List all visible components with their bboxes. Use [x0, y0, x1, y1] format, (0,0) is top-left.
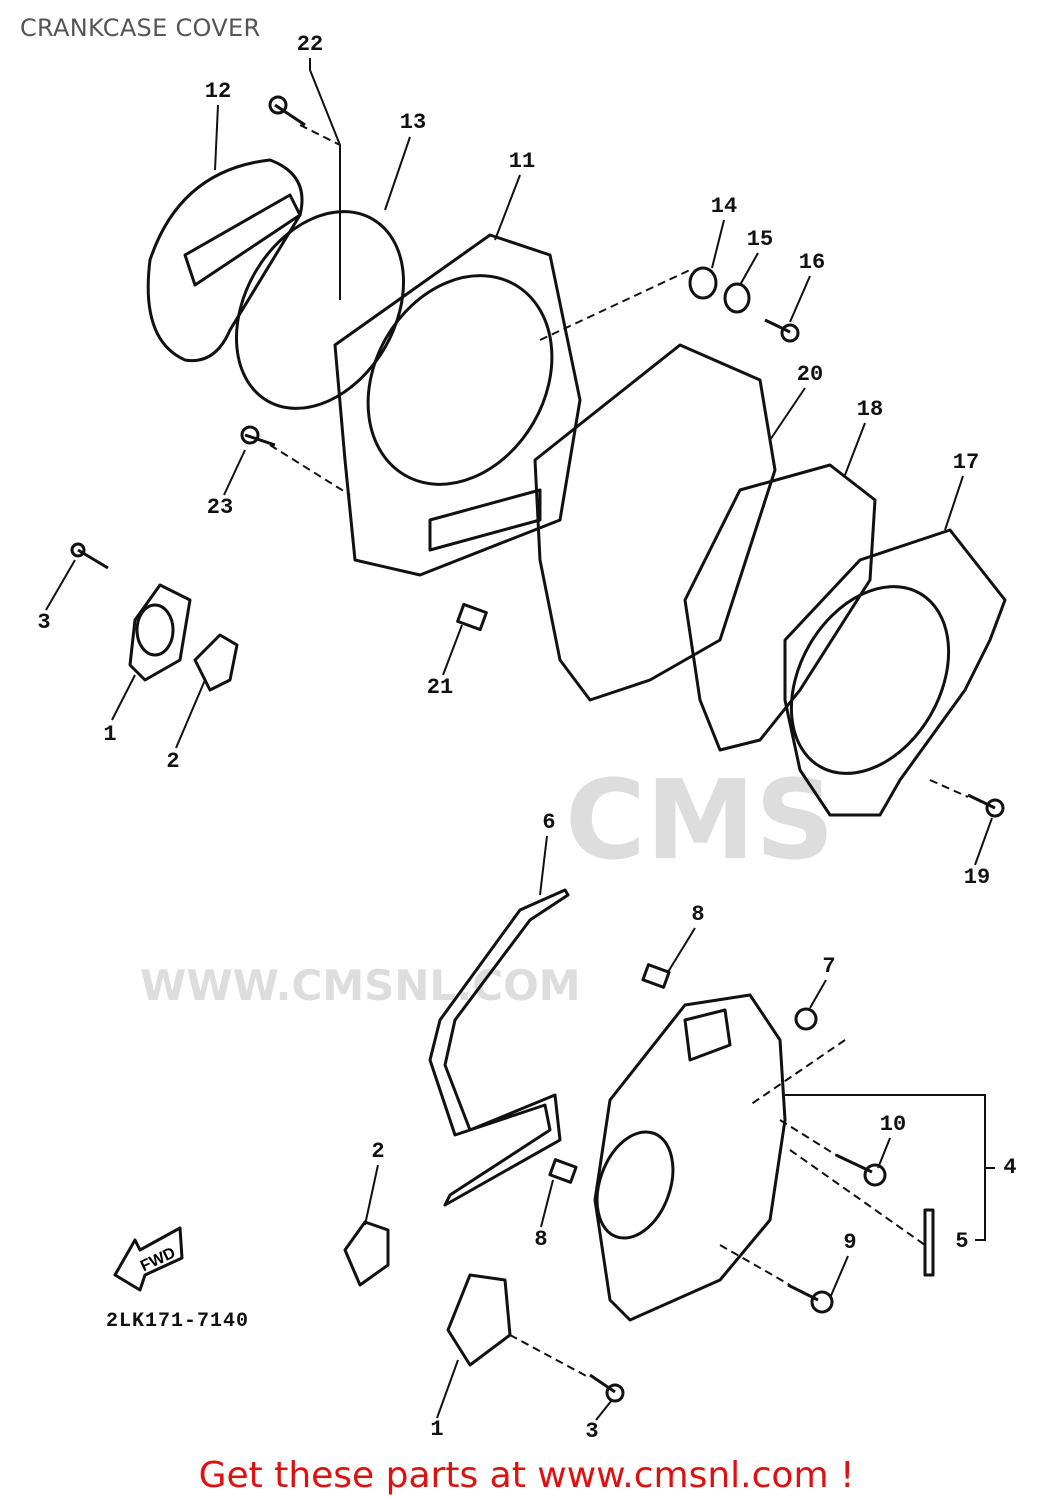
callout-16: 16: [798, 250, 826, 275]
callout-6: 6: [542, 810, 556, 835]
callout-15: 15: [746, 227, 774, 252]
callout-20: 20: [796, 362, 824, 387]
part-21-dowel: [456, 602, 488, 632]
callout-8-lower: 8: [534, 1227, 548, 1252]
leader-lines: [45, 58, 995, 1421]
watermark-url: WWW.CMSNL.COM: [140, 961, 581, 1010]
callout-1-lower: 1: [430, 1417, 444, 1442]
callout-9: 9: [843, 1230, 857, 1255]
part-6-gasket: [428, 888, 570, 1207]
part-1-cap-lower: [446, 1273, 512, 1367]
callout-3-lower: 3: [585, 1419, 599, 1444]
part-20-gasket: [533, 343, 777, 702]
part-8-dowel-lower: [548, 1158, 578, 1184]
part-19-bolt: [967, 793, 996, 810]
callout-2-lower: 2: [371, 1139, 385, 1164]
callout-19: 19: [963, 865, 991, 890]
watermark-logo: CMS: [565, 756, 835, 884]
part-7-nut: [794, 1007, 818, 1031]
callout-21: 21: [426, 675, 454, 700]
diagram-title: CRANKCASE COVER: [20, 14, 261, 42]
part-17-cover: [783, 528, 1007, 817]
callout-13: 13: [399, 110, 427, 135]
callout-22: 22: [296, 32, 324, 57]
callout-10: 10: [879, 1112, 907, 1137]
callout-1: 1: [103, 722, 117, 747]
part-18-gasket: [683, 463, 877, 752]
callout-11: 11: [508, 149, 536, 174]
callout-23: 23: [206, 495, 234, 520]
part-23-bolt: [244, 433, 276, 447]
part-2-gasket: [193, 633, 239, 692]
part-4-cover: [593, 993, 787, 1322]
part-2-gasket-lower: [343, 1220, 390, 1287]
footer-link[interactable]: Get these parts at www.cmsnl.com !: [198, 1455, 855, 1496]
part-22-bolt: [274, 103, 306, 127]
part-8-dowel: [641, 963, 671, 989]
part-14-grommet: [688, 266, 718, 300]
callout-17: 17: [952, 450, 980, 475]
fwd-arrow-icon: [113, 1226, 184, 1292]
part-16-bolt: [764, 318, 791, 334]
callout-12: 12: [204, 79, 232, 104]
part-12-plate: [146, 158, 304, 363]
callout-8: 8: [691, 902, 705, 927]
part-5-plate: [923, 1208, 935, 1277]
callout-7: 7: [822, 954, 836, 979]
callout-3: 3: [37, 610, 51, 635]
callout-18: 18: [856, 397, 884, 422]
callout-2: 2: [166, 749, 180, 774]
part-13-gasket: [234, 210, 406, 410]
part-1-cap: [128, 583, 192, 682]
diagram-code: 2LK171-7140: [106, 1310, 250, 1333]
callout-4: 4: [1003, 1155, 1017, 1180]
callout-5: 5: [955, 1229, 969, 1254]
part-3-screw-lower: [589, 1373, 616, 1394]
part-15-washer: [723, 282, 751, 314]
callout-14: 14: [710, 194, 738, 219]
